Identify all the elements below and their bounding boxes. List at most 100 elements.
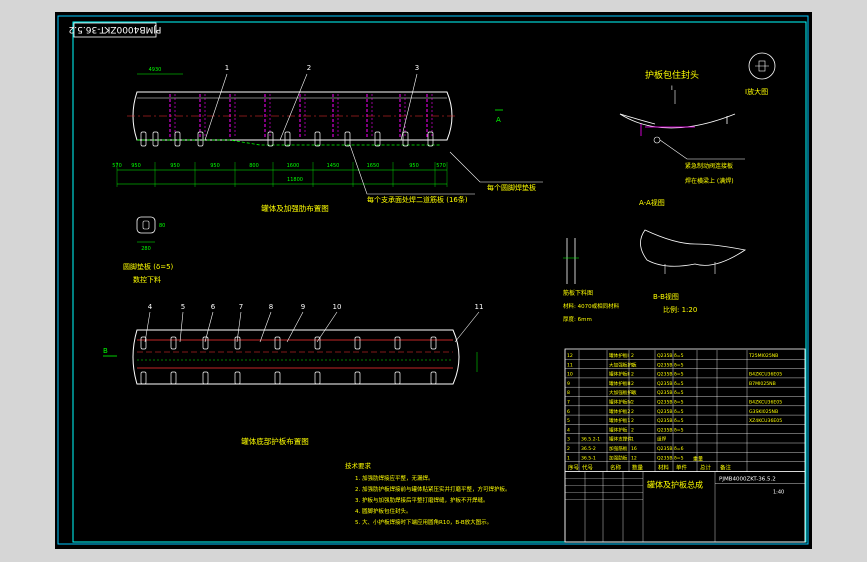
drawing-sheet: PJMB4000ZKT-36.5.2 4930 1 2 3 570 950 950 9… (55, 12, 812, 549)
bottom-foot (274, 371, 281, 385)
title-code: PJMB4000ZKT-36.5.2 (719, 477, 776, 483)
weld-leader (349, 144, 475, 195)
bom-cell: B4ZKCU36E05 (749, 372, 782, 378)
support-foot (174, 131, 181, 147)
bom-header: 名称 (610, 464, 622, 472)
title-block (564, 471, 806, 543)
bom-cell: Q235B δ=5 (657, 427, 684, 433)
balloon-3: 3 (415, 64, 419, 72)
support-foot (374, 131, 381, 147)
bottom-foot (234, 371, 241, 385)
bottom-dim-value: 570 (436, 163, 446, 169)
outer-frame (57, 15, 809, 545)
support-foot (140, 131, 147, 147)
bom-header: 数量 (632, 464, 644, 472)
bom-cell: Q235B δ=5 (657, 455, 684, 461)
bom-cell: T25MI025NB (748, 353, 778, 359)
pad-title: 圆脚垫板 (δ=5) (123, 262, 174, 271)
bom-cell: Q235B δ=5 (657, 390, 684, 396)
bom-cell: 5 (567, 418, 570, 424)
bottom-dim-value: 570 (112, 163, 122, 169)
bottom-foot (274, 336, 281, 350)
balloons-top: 1 2 3 (204, 64, 419, 141)
aa-section: I 紧急制动阀连接板 焊在横梁上 (满焊) A-A视图 (619, 85, 745, 207)
bom-cell: 组焊 (657, 436, 667, 443)
bottom-foot (394, 336, 401, 350)
balloon-11: 11 (475, 303, 484, 311)
bom-cell: 2 (567, 446, 570, 452)
bom-cell: B4ZKCU36E05 (749, 400, 782, 406)
title-scale: 1:40 (773, 490, 784, 496)
balloon-1: 1 (225, 64, 229, 72)
tank-body-outline (132, 91, 453, 141)
bom-cell: 2 (631, 400, 634, 406)
support-foot (344, 131, 351, 147)
bom-cell: 16 (631, 446, 637, 452)
support-foot (284, 131, 291, 147)
bottom-foot (140, 371, 147, 385)
annotation-pad: 每个圆脚焊垫板 (487, 183, 536, 192)
support-feet (140, 131, 434, 147)
bottom-foot (430, 336, 437, 350)
bom-cell: 加强筋板 (609, 445, 628, 452)
bom-cell: 罐体支撑件 (609, 436, 632, 443)
bom-cell: 2 (631, 353, 634, 359)
bom-cell: 9 (567, 381, 570, 387)
support-foot (152, 131, 159, 147)
bom-cell: 大加强板护板 (609, 361, 637, 368)
bom-cell: Q235B δ=5 (657, 372, 684, 378)
bottom-foot (170, 336, 177, 350)
bottom-dim-value: 1600 (287, 163, 300, 169)
tech-req-3: 3. 护板与加强肋焊接后平整打磨焊缝，护板不开焊缝。 (355, 496, 489, 504)
support-foot (402, 131, 409, 147)
bom-cell: 罐体护板Ⅳ (609, 399, 632, 406)
bom-cell: G3SKI025NB (749, 409, 778, 415)
inner-frame (72, 21, 807, 543)
bottom-foot (170, 371, 177, 385)
detail-note2: 焊在横梁上 (满焊) (685, 177, 734, 185)
enlarge-circle: I放大图 (745, 52, 776, 96)
bom-cell: Q235B δ=5 (657, 400, 684, 406)
bottom-dim-value: 950 (131, 163, 141, 169)
bom-cell: 1 (567, 455, 570, 461)
support-foot (314, 131, 321, 147)
bom-cell: 36.5-1 (581, 455, 596, 461)
bom-cell: 1 (631, 437, 634, 443)
bottom-foot (430, 371, 437, 385)
bom-weight-label: 重量 (693, 456, 703, 463)
bom-cell: 2 (631, 418, 634, 424)
bom-header: 序号 (568, 464, 580, 472)
detail-note1: 紧急制动阀连接板 (685, 162, 733, 170)
tech-req-5: 5. 大、小护板焊接时下端应用圆角R10，B-B放大图示。 (355, 518, 492, 526)
leader (316, 311, 338, 343)
bom-cell: 2 (631, 409, 634, 415)
bom-cell: 罐体护板Ⅲ (609, 380, 631, 387)
tech-requirements: 技术要求 1. 加强肋焊接应平整，无漏焊。 2. 加强肋护板焊接前与罐体贴紧压实… (345, 461, 511, 526)
pad-dim-w: 280 (141, 246, 151, 252)
leader (144, 311, 151, 343)
tank-bottom-view (132, 329, 460, 385)
title-name: 罐体及护板总成 (647, 480, 703, 490)
balloon-7: 7 (239, 303, 243, 311)
bottom-foot (314, 336, 321, 350)
bom-header: 备注 (720, 464, 732, 472)
bom-cell: 7 (567, 400, 570, 406)
bottom-feet (140, 336, 437, 385)
bom-cell: 2 (631, 362, 634, 368)
bottom-foot (202, 336, 209, 350)
label-i: I (671, 85, 673, 92)
bottom-outline (132, 329, 460, 385)
bottom-dim-value: 1450 (327, 163, 340, 169)
support-foot (197, 131, 204, 147)
bom-cell: 罐体护板I (609, 352, 629, 359)
label-a: A (496, 116, 501, 124)
bottom-dim-value: 950 (409, 163, 419, 169)
bom-cell: 10 (567, 372, 573, 378)
detail-enlarge: I放大图 (745, 87, 768, 96)
view-bb: B-B视图 (653, 292, 679, 301)
top-dim: 4930 (149, 67, 162, 73)
plate-title: 筋板下料图 (563, 289, 593, 297)
